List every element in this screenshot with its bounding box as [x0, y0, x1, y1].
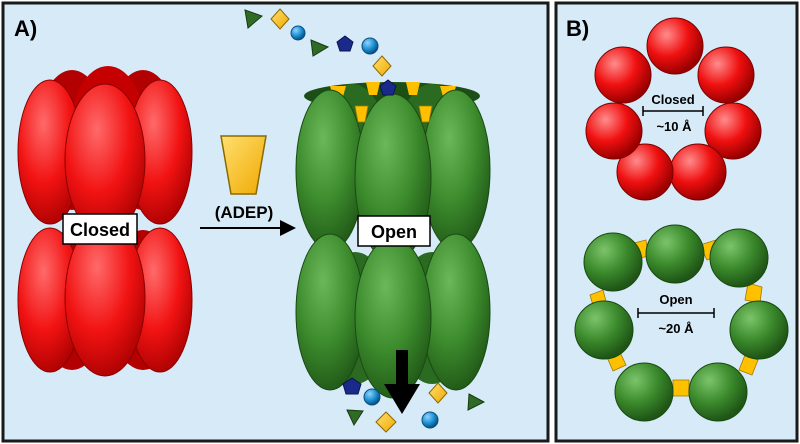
adep-label: (ADEP) [215, 203, 274, 222]
triangle-icon [244, 9, 263, 29]
closed-pore-scale [642, 106, 704, 116]
sphere-icon [363, 388, 381, 406]
pentagon-icon [379, 79, 397, 96]
diamond-icon [270, 8, 290, 30]
open-label: Open [371, 222, 417, 242]
pentagon-icon [336, 35, 354, 52]
open-label-box [357, 215, 431, 247]
pentagon-icon [342, 377, 362, 395]
incoming-substrate-chain [244, 8, 397, 96]
closed-ring-label: Closed [651, 92, 694, 107]
sphere-icon [361, 37, 379, 55]
open-ring-label: Open [659, 292, 692, 307]
closed-pore-size: ~10 Å [656, 119, 692, 134]
closed-ring [585, 17, 762, 201]
triangle-icon [346, 409, 364, 427]
sphere-icon [290, 25, 306, 41]
released-fragments [342, 377, 486, 433]
open-ring [574, 224, 789, 422]
triangle-icon [467, 393, 486, 411]
closed-label: Closed [70, 220, 130, 240]
panel-a-label: A) [14, 16, 37, 41]
open-pore-size: ~20 Å [658, 321, 694, 336]
panel-b-label: B) [566, 16, 589, 41]
sphere-icon [421, 411, 439, 429]
open-pore-scale [637, 308, 715, 318]
closed-label-box [62, 213, 138, 245]
closed-barrel [17, 66, 193, 377]
triangle-icon [310, 39, 330, 57]
diamond-icon [372, 55, 392, 77]
diamond-icon [375, 411, 397, 433]
exit-arrow [384, 350, 420, 414]
diamond-icon [428, 382, 448, 404]
adep-trapezoid-icon [220, 135, 267, 195]
